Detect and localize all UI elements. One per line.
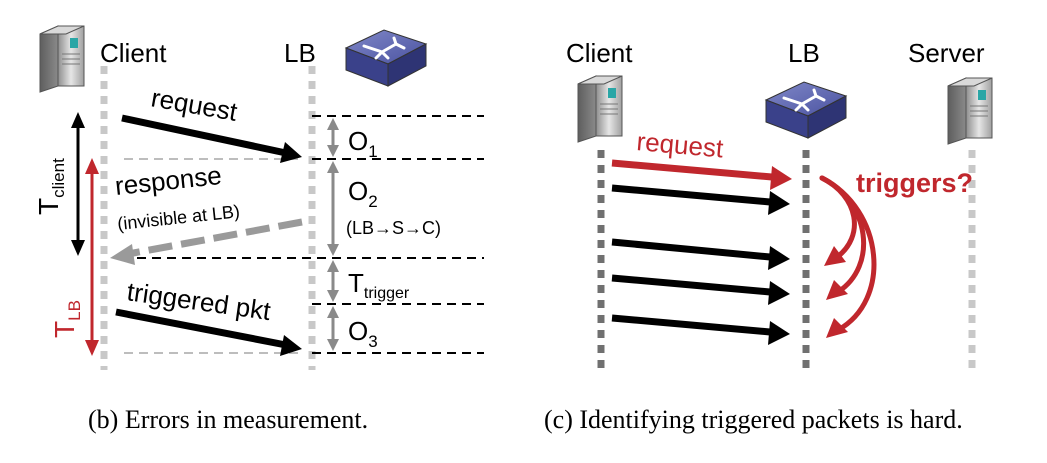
trigger-curve-3 <box>819 175 877 333</box>
response-note: (invisible at LB) <box>116 201 240 234</box>
o2-label: O2 <box>348 176 378 211</box>
trigger-arrowheads <box>824 246 848 338</box>
response-arrowhead <box>110 244 135 265</box>
server-icon-c <box>947 77 993 145</box>
server-label-c: Server <box>908 38 985 68</box>
caption-b: (b) Errors in measurement. <box>88 405 368 434</box>
client-label-b: Client <box>100 38 167 68</box>
caption-c: (c) Identifying triggered packets is har… <box>544 405 963 434</box>
triggered-arrowhead <box>280 335 302 356</box>
packet-arrows <box>611 184 790 345</box>
o3-label: O3 <box>348 316 378 351</box>
triggered-arrow <box>115 308 287 349</box>
t-client-label: Tclient <box>33 158 68 215</box>
triggers-label: triggers? <box>856 168 973 198</box>
o2-arrow <box>327 161 339 256</box>
request-arrowhead-c <box>770 166 792 190</box>
packet-arrow-4 <box>611 314 771 336</box>
packet-arrow-1 <box>611 184 771 206</box>
lb-label-c: LB <box>788 38 820 68</box>
panel-b: Client LB request response (invisible at… <box>33 25 484 434</box>
lb-label-b: LB <box>284 38 316 68</box>
lb-router-icon-c <box>764 80 848 140</box>
o1-label: O1 <box>348 126 378 161</box>
request-label-b: request <box>149 82 240 127</box>
o1-arrow <box>327 118 339 157</box>
panel-c: Client LB Server request <box>544 38 993 434</box>
client-label-c: Client <box>566 38 633 68</box>
request-arrow-c <box>611 159 773 181</box>
client-server-icon-c <box>577 75 623 143</box>
t-trigger-arrow <box>327 260 339 302</box>
packet-arrow-2 <box>611 238 771 261</box>
o2-note: (LB→S→C) <box>346 218 441 238</box>
o3-arrow <box>327 306 339 351</box>
response-arrow <box>127 218 303 258</box>
t-lb-label: TLB <box>49 300 84 338</box>
request-arrowhead <box>280 142 302 163</box>
trigger-curves <box>819 175 877 333</box>
client-server-icon <box>39 25 85 93</box>
packet-arrow-3 <box>611 274 771 296</box>
response-label: response <box>113 160 223 201</box>
t-trigger-label: Ttrigger <box>348 268 410 302</box>
lb-router-icon <box>344 28 428 88</box>
request-arrow <box>121 114 287 157</box>
request-label-c: request <box>635 126 725 164</box>
